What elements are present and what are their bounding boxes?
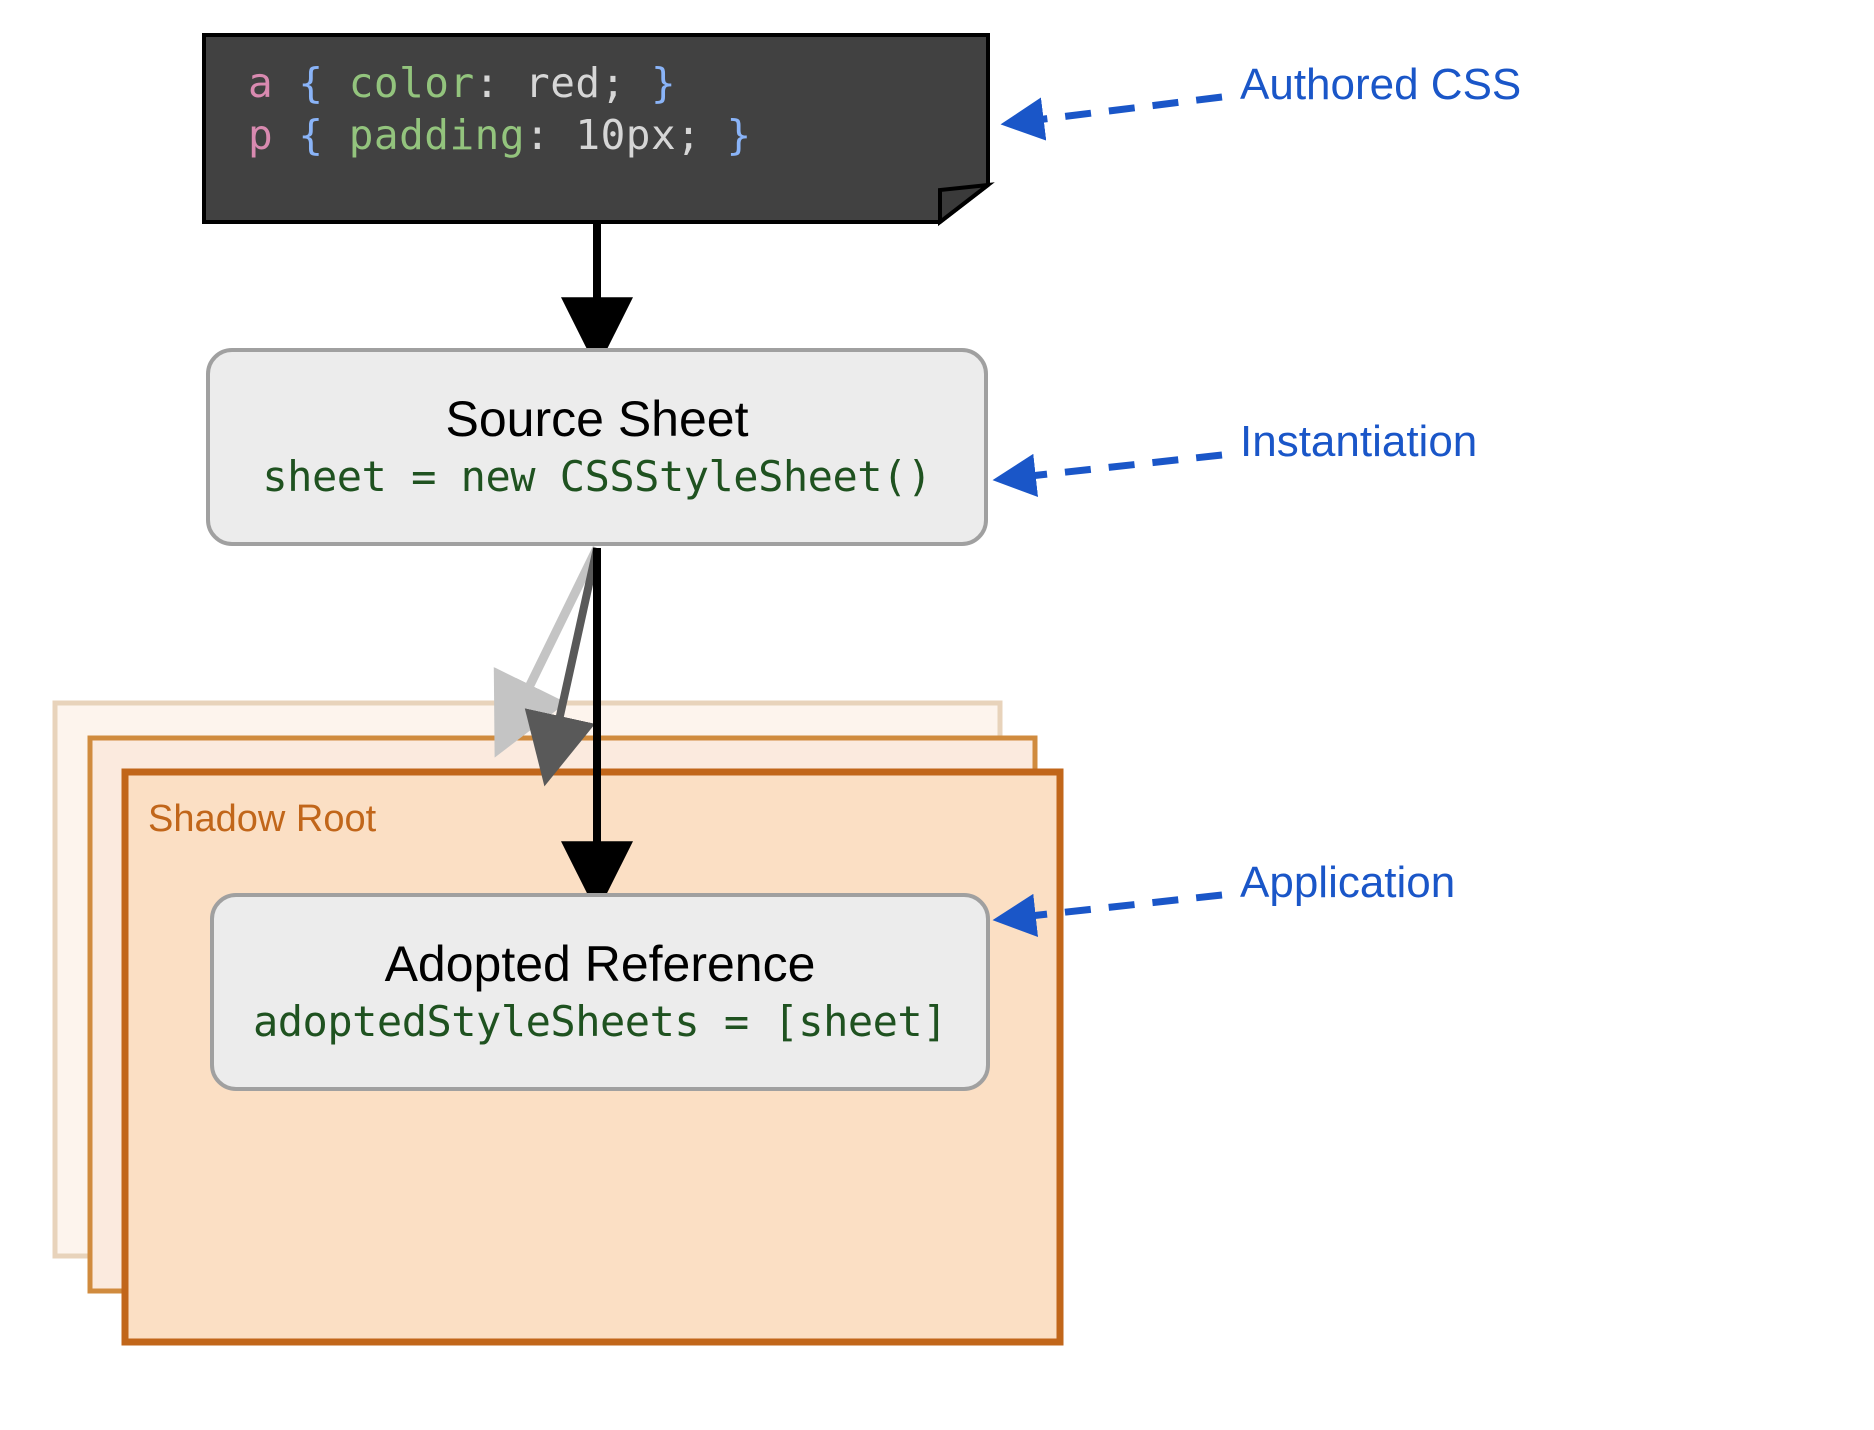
- css-colon: :: [474, 59, 500, 107]
- leader-line-application: [992, 891, 1223, 937]
- css-property: color: [348, 59, 475, 107]
- css-close-brace: }: [650, 59, 677, 107]
- css-selector: a: [248, 59, 274, 107]
- css-value: red;: [525, 59, 626, 107]
- css-open-brace: {: [298, 110, 324, 159]
- arrow-source-to-shadow-middle: [524, 547, 601, 787]
- annotation-application: Application: [1240, 858, 1456, 907]
- node-adopted-reference-code: adoptedStyleSheets = [sheet]: [252, 997, 948, 1047]
- annotation-instantiation: Instantiation: [1240, 417, 1478, 466]
- css-open-brace: {: [298, 59, 324, 107]
- css-colon: :: [525, 110, 551, 159]
- css-value: 10px;: [575, 110, 702, 159]
- leader-line-authored-css: [1000, 93, 1223, 141]
- node-adopted-reference-title: Adopted Reference: [384, 936, 816, 993]
- node-source-sheet: Source Sheet sheet = new CSSStyleSheet(): [206, 348, 988, 546]
- css-close-brace: }: [726, 110, 752, 159]
- css-property: padding: [348, 110, 526, 159]
- node-source-sheet-title: Source Sheet: [445, 391, 749, 448]
- shadow-root-label: Shadow Root: [148, 798, 377, 840]
- css-line-2: p { padding: 10px; }: [248, 111, 752, 159]
- authored-css-card-fold: [938, 182, 995, 227]
- node-adopted-reference: Adopted Reference adoptedStyleSheets = […: [210, 893, 990, 1091]
- leader-line-instantiation: [992, 451, 1223, 497]
- annotation-authored-css: Authored CSS: [1240, 60, 1522, 109]
- css-selector: p: [248, 110, 274, 159]
- css-line-1: a { color: red; }: [248, 59, 676, 107]
- node-source-sheet-code: sheet = new CSSStyleSheet(): [262, 452, 932, 502]
- authored-css-code: a { color: red; } p { padding: 10px; }: [248, 58, 968, 161]
- arrow-source-to-shadow-back: [493, 546, 602, 758]
